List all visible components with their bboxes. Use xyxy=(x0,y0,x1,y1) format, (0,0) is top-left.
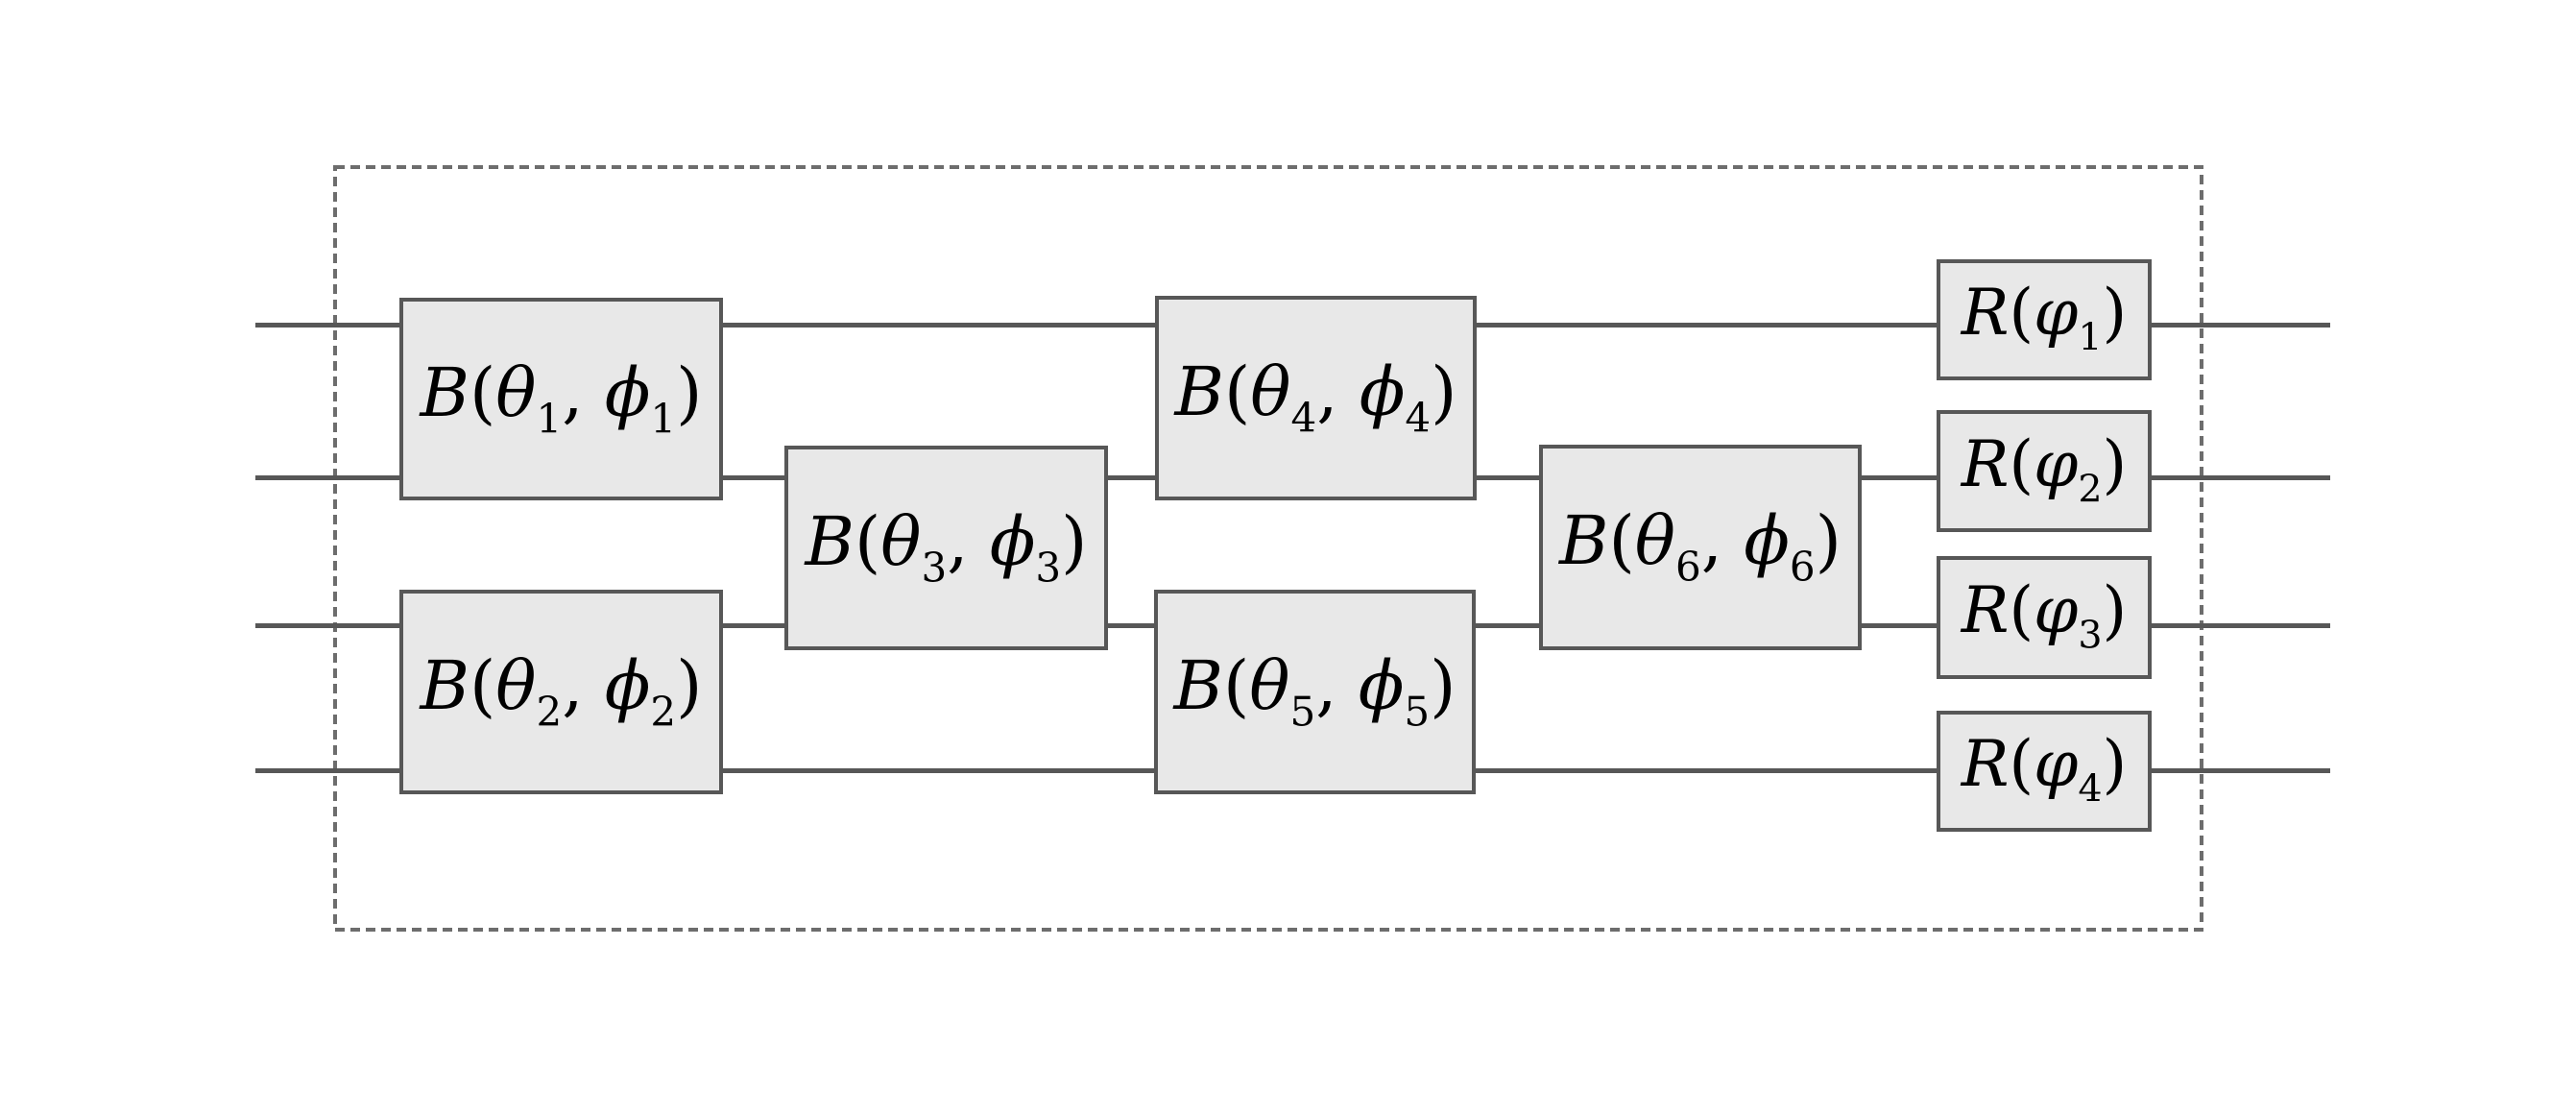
gate-label-B5: B(θ5, ϕ5) xyxy=(1173,645,1457,736)
gate-label-B2: B(θ2, ϕ2) xyxy=(420,645,703,736)
gate-label-R3: R(φ3) xyxy=(1961,573,2128,659)
gate-B4: B(θ4, ϕ4) xyxy=(1155,296,1477,500)
gate-label-B1: B(θ1, ϕ1) xyxy=(420,352,703,443)
gate-label-R1: R(φ1) xyxy=(1961,276,2128,361)
gate-R3: R(φ3) xyxy=(1937,556,2152,679)
gate-label-B3: B(θ3, ϕ3) xyxy=(805,501,1088,592)
gate-label-R4: R(φ4) xyxy=(1961,727,2128,813)
gate-R1: R(φ1) xyxy=(1937,259,2152,380)
gate-B3: B(θ3, ϕ3) xyxy=(784,446,1108,650)
gate-R2: R(φ2) xyxy=(1937,410,2152,532)
gate-B2: B(θ2, ϕ2) xyxy=(399,590,723,794)
circuit-boundary-rect xyxy=(333,165,2203,932)
gate-B5: B(θ5, ϕ5) xyxy=(1154,590,1476,794)
gate-B6: B(θ6, ϕ6) xyxy=(1539,445,1862,650)
gate-label-B4: B(θ4, ϕ4) xyxy=(1174,352,1457,442)
gate-label-B6: B(θ6, ϕ6) xyxy=(1559,501,1842,591)
gate-R4: R(φ4) xyxy=(1937,711,2152,832)
gate-B1: B(θ1, ϕ1) xyxy=(399,298,723,500)
gate-label-R2: R(φ2) xyxy=(1961,426,2128,512)
